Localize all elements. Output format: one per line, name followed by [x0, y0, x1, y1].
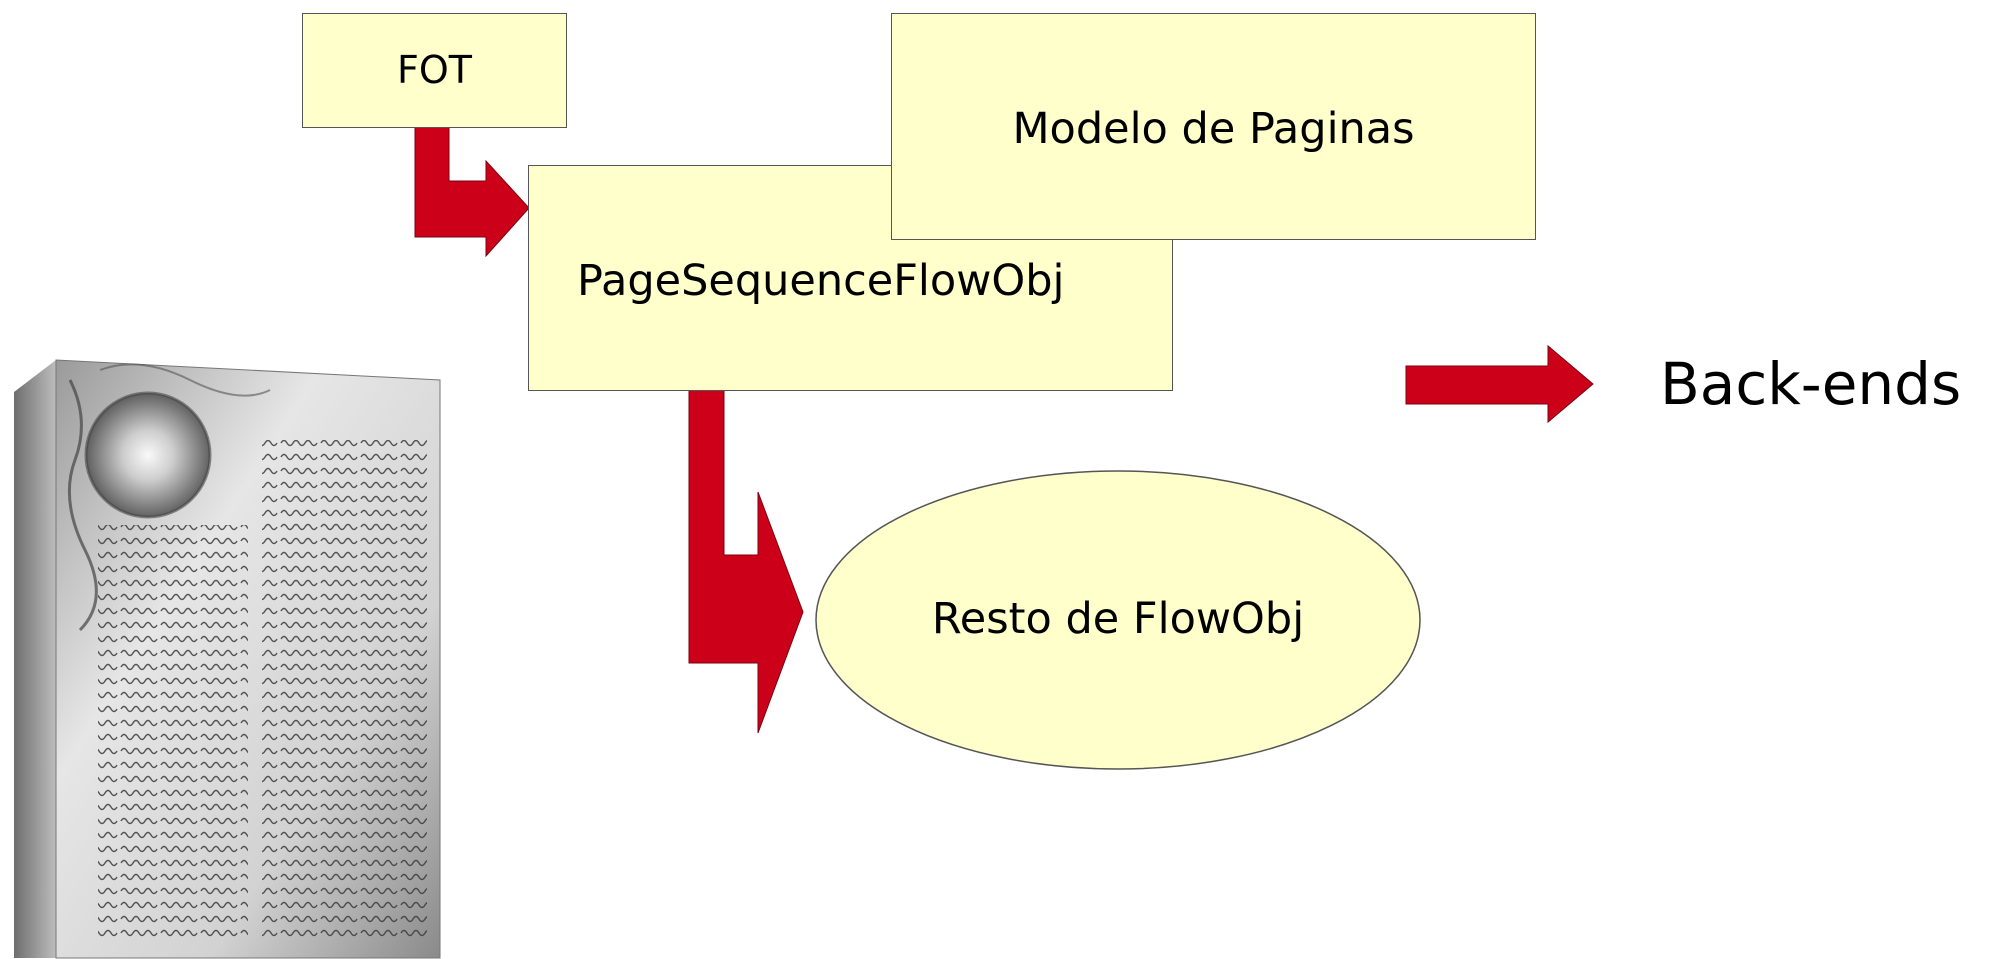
arrow-to-backends — [1405, 344, 1594, 424]
resto-flowobj-ellipse — [815, 470, 1421, 770]
backends-label: Back-ends — [1660, 350, 1962, 418]
resto-flowobj-label: Resto de FlowObj — [931, 594, 1305, 644]
arrow-fot-to-pagesequence — [414, 126, 530, 258]
page-model-box: Modelo de Paginas — [891, 13, 1536, 240]
fot-label: FOT — [397, 48, 472, 92]
arrow-pagesequence-to-resto — [688, 389, 804, 734]
fot-box: FOT — [302, 13, 567, 128]
pagesequence-label: PageSequenceFlowObj — [577, 256, 1065, 306]
manuscript-book-image — [14, 359, 441, 959]
page-model-label: Modelo de Paginas — [1012, 104, 1415, 154]
